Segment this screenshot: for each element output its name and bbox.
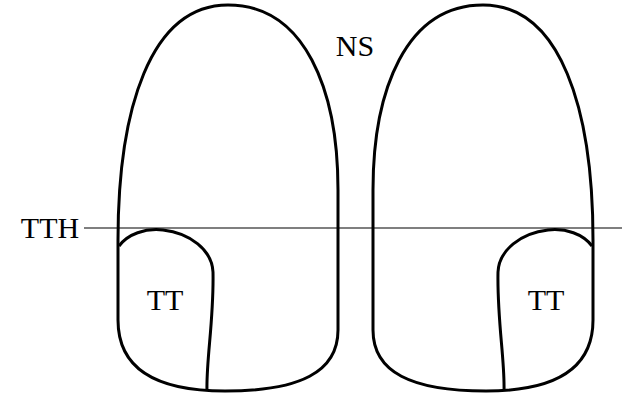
region-shape: TT xyxy=(497,228,593,393)
region-border xyxy=(119,230,213,391)
region-label: TT xyxy=(147,285,184,315)
part-label: NS xyxy=(336,31,374,61)
region-label: TT xyxy=(528,285,565,315)
right-outline xyxy=(373,5,593,391)
line-label: TTH xyxy=(19,213,81,243)
left-outline xyxy=(118,5,338,391)
region-shape: TT xyxy=(118,228,214,393)
region-border xyxy=(498,230,592,391)
tth-line xyxy=(84,227,622,229)
